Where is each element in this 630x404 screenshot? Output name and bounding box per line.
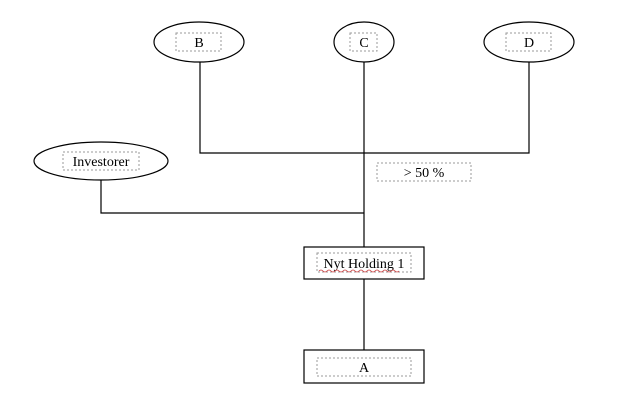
node-holding-shape [303,246,425,280]
node-a[interactable]: A [303,349,425,384]
node-a-label: A [359,361,370,376]
node-d-shape [483,21,575,63]
connector-d [364,60,530,154]
node-b-shape [153,21,245,63]
node-investorer-label-box [62,151,140,171]
node-d-label: D [524,36,534,51]
node-b-label: B [194,36,203,51]
node-d[interactable]: D [483,21,575,63]
node-c-label-box [349,32,378,52]
node-c-shape [333,21,395,63]
connector-b [199,60,364,154]
node-holding-spellcheck-underline [318,269,400,273]
node-holding-label: Nyt Holding 1 [324,257,405,272]
node-investorer[interactable]: Investorer [33,141,169,181]
connector-investorer [100,179,364,214]
node-c[interactable]: C [333,21,395,63]
node-d-label-box [505,32,552,52]
node-b-label-box [175,32,222,52]
connectors [100,60,530,350]
node-holding[interactable]: Nyt Holding 1 [303,246,425,280]
node-a-shape [303,349,425,384]
node-investorer-label: Investorer [73,155,130,170]
node-c-label: C [359,36,368,51]
node-b[interactable]: B [153,21,245,63]
ownership-annotation: > 50 % [376,162,472,182]
ownership-label: > 50 % [404,166,445,181]
